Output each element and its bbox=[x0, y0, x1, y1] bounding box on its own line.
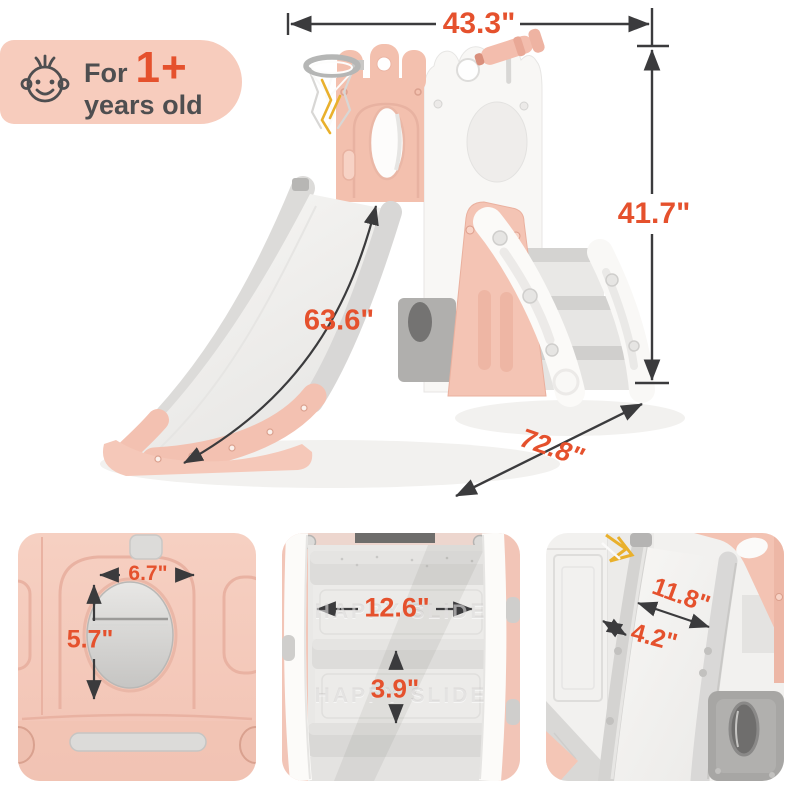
dimension-overall-width: 43.3" bbox=[442, 7, 516, 40]
tower-storage-opening bbox=[398, 298, 456, 382]
door-dimension-lines bbox=[86, 567, 195, 700]
detail-panel-slide: 11.8" 4.2" bbox=[546, 533, 784, 781]
dimension-window-width: 6.7" bbox=[128, 562, 168, 585]
detail-panel-stairs: HAPPY SLIDE HAPPY SLIDE 12.6" 3.9" bbox=[282, 533, 520, 781]
embossed-brand-text: HAPPY SLIDE bbox=[314, 600, 488, 623]
badge-suffix: years old bbox=[84, 89, 203, 120]
baby-face-icon bbox=[20, 54, 70, 103]
detail-panels: 6.7" 5.7" bbox=[0, 533, 800, 781]
dimension-step-height: 3.9" bbox=[370, 673, 420, 704]
slide-dimension-lines bbox=[602, 601, 710, 638]
dimension-step-width: 12.6" bbox=[364, 592, 430, 623]
slide-closeup-illustration bbox=[546, 533, 784, 781]
playset-illustration bbox=[100, 8, 685, 498]
badge-age: 1+ bbox=[135, 42, 188, 92]
telescope bbox=[474, 28, 545, 84]
stairs-dimension-lines bbox=[316, 601, 473, 724]
age-badge-text: For 1+ years old bbox=[84, 42, 203, 120]
stairs-closeup-illustration bbox=[282, 533, 520, 781]
detail-panel-door-window: 6.7" 5.7" bbox=[18, 533, 256, 781]
door-window-closeup-illustration bbox=[18, 533, 256, 781]
age-badge: For 1+ years old bbox=[0, 40, 242, 124]
stairs bbox=[447, 201, 655, 407]
embossed-brand-text: HAPPY SLIDE bbox=[314, 684, 488, 707]
castle-panel bbox=[336, 44, 426, 202]
dimension-slide-length: 63.6" bbox=[303, 304, 375, 337]
main-product-diagram: 43.3" 41.7" 63.6" 72.8" bbox=[100, 7, 691, 498]
basketball-hoop bbox=[303, 54, 364, 135]
dimension-lines bbox=[183, 8, 669, 498]
badge-prefix: For bbox=[84, 57, 128, 88]
dimension-window-height: 5.7" bbox=[66, 625, 114, 654]
dimension-overall-height: 41.7" bbox=[617, 197, 691, 230]
